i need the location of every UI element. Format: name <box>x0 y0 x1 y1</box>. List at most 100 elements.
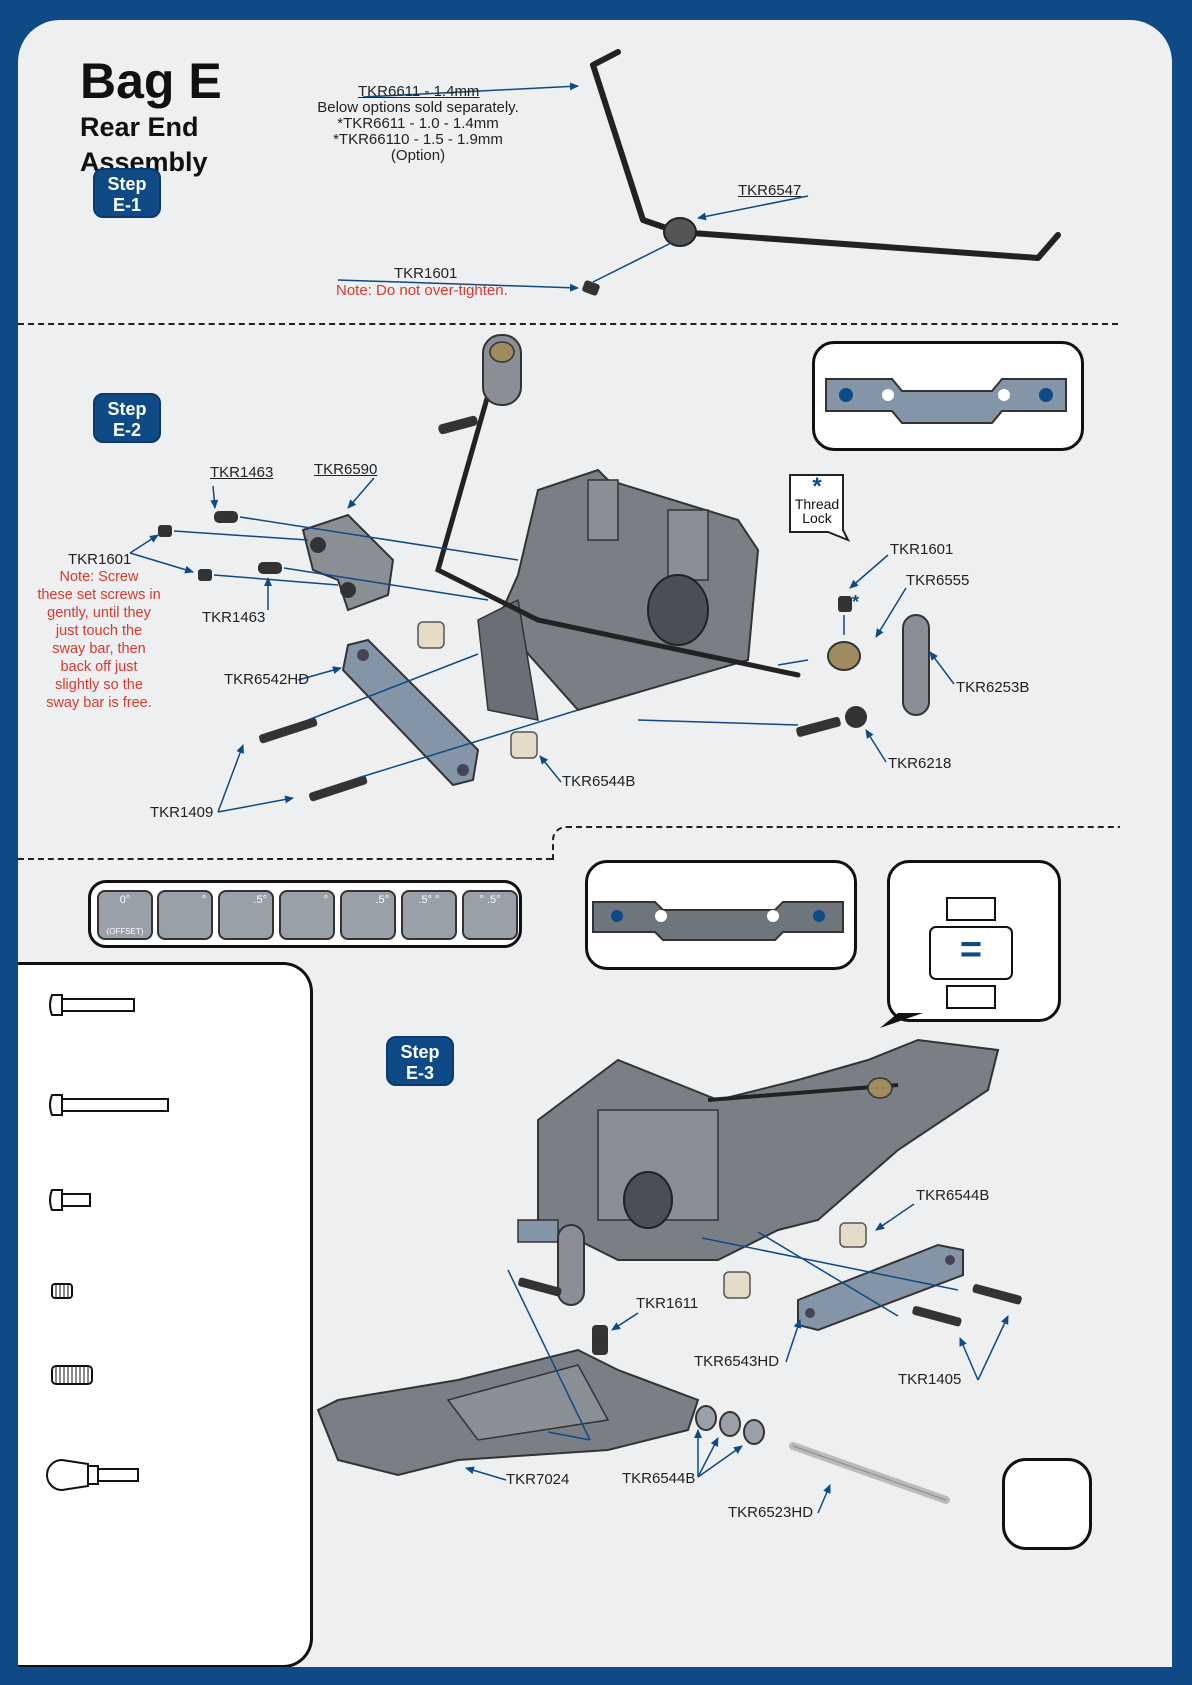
ball-stud-icon <box>796 706 867 737</box>
e1-setscrew-note: Note: Do not over-tighten. <box>336 282 508 299</box>
shim-spacer-top-icon <box>946 897 996 921</box>
insert-key-strip: 0° (OFFSET) ° .5° ° .5° .5° ° ° .5° <box>88 880 522 948</box>
insert-icon <box>839 1222 867 1248</box>
step-e3-badge: Step E-3 <box>386 1036 454 1086</box>
pin-icon <box>592 1325 608 1355</box>
insert-icon <box>723 1271 751 1299</box>
options-line-4: (Option) <box>390 147 446 164</box>
swaybar-collar-icon <box>663 217 697 247</box>
e1-setscrew-label: TKR1601 <box>394 265 458 282</box>
note-line: just touch the <box>55 623 143 639</box>
thread-lock-icon <box>789 474 851 542</box>
section-divider-2a <box>18 858 552 860</box>
insert-key-0-angle: 0° <box>119 894 131 906</box>
instruction-sheet: Bag E Rear End Assembly Step E-1 Step E-… <box>18 20 1172 1667</box>
button-head-screw-icon <box>259 717 368 802</box>
step-e2-word: Step <box>107 399 147 419</box>
insert-key-4: .5° <box>340 890 396 940</box>
button-head-screw-icon <box>214 511 282 574</box>
arm-mount-icon <box>341 638 480 787</box>
e2-ball-stud-label: TKR6218 <box>888 755 952 772</box>
shim-icon <box>695 1405 765 1445</box>
insert-key-0-offset: 0° (OFFSET) <box>97 890 153 940</box>
gearbox-icon <box>477 468 760 721</box>
thread-lock-line-2: Lock <box>802 510 832 526</box>
insert-key-4-angle: .5° <box>375 894 389 906</box>
e3-hinge-pin-label: TKR6523HD <box>728 1504 814 1521</box>
e2-link-label: TKR6253B <box>956 679 1030 696</box>
button-head-screw-icon <box>518 1277 1022 1327</box>
hinge-mount-detail-icon <box>825 378 1067 424</box>
rear-end-assembly-icon <box>517 1038 1000 1306</box>
set-screw-icon <box>838 596 852 612</box>
note-line: slightly so the <box>55 677 143 693</box>
swaybar-label: TKR6611 - 1.4mm <box>358 83 480 100</box>
insert-key-2: .5° <box>218 890 274 940</box>
e2-screw-long-label: TKR1409 <box>150 804 214 821</box>
step-e2-number: E-2 <box>112 420 141 440</box>
thread-lock-marker: * <box>852 592 860 612</box>
e2-screw-top-label: TKR1463 <box>210 464 274 481</box>
insert-key-6-angle: ° .5° <box>479 894 501 906</box>
link-icon <box>902 614 930 716</box>
step-e2-badge: Step E-2 <box>93 393 161 443</box>
insert-key-3: ° <box>279 890 335 940</box>
e2-setscrew-note: Note: Screw these set screws in gently, … <box>26 568 172 712</box>
note-line: sway bar is free. <box>46 695 152 711</box>
button-head-screw-mini-icon <box>49 1189 91 1211</box>
insert-key-3-angle: ° <box>323 894 328 906</box>
options-line-1: Below options sold separately. <box>317 99 519 116</box>
note-line: Note: Screw <box>59 569 139 585</box>
note-line: back off just <box>60 659 138 675</box>
thread-lock-text: * Thread Lock <box>790 473 844 526</box>
step-e1-badge: Step E-1 <box>93 168 161 218</box>
pivot-ball-icon <box>827 641 861 671</box>
e2-arm-mount-label: TKR6542HD <box>224 671 310 688</box>
section-divider-2b <box>552 826 1120 860</box>
equal-box-icon <box>929 926 1013 980</box>
insert-key-6: ° .5° <box>462 890 518 940</box>
e3-insert-label: TKR6544B <box>916 1187 990 1204</box>
e2-screw-mid-label: TKR1463 <box>202 609 266 626</box>
hinge-mount-detail-icon <box>592 901 844 941</box>
equal-sign: = <box>959 929 983 971</box>
thread-lock-line-1: Thread <box>794 496 840 512</box>
note-line: sway bar, then <box>52 641 146 657</box>
bag-title: Bag E <box>80 53 222 109</box>
bag-subtitle: Rear End Assembly <box>80 110 208 180</box>
options-line-3: *TKR66110 - 1.5 - 1.9mm <box>333 131 503 148</box>
step-e3-number: E-3 <box>405 1063 434 1083</box>
step-e1-number: E-1 <box>112 195 141 215</box>
shim-spacer-bottom-icon <box>946 985 996 1009</box>
insert-icon <box>510 731 538 759</box>
e3-arm-mount-label: TKR6543HD <box>694 1353 780 1370</box>
page-number-box <box>1002 1458 1092 1550</box>
e2-right-setscrew-label: TKR1601 <box>890 541 954 558</box>
swaybar-options: Below options sold separately. *TKR6611 … <box>316 100 520 164</box>
set-screw-icon <box>158 525 212 581</box>
button-head-screw-short-icon <box>49 994 135 1016</box>
e3-shims-label: TKR6544B <box>622 1470 696 1487</box>
set-screw-long-icon <box>51 1365 93 1385</box>
step-e1-word: Step <box>107 174 147 194</box>
set-screw-icon <box>582 280 600 296</box>
step-e3-word: Step <box>400 1042 440 1062</box>
ball-stud-icon <box>46 1458 139 1492</box>
swaybar-link-icon <box>438 334 522 435</box>
hardware-key-panel <box>18 962 313 1667</box>
collar-label: TKR6547 <box>738 182 802 199</box>
set-screw-small-icon <box>51 1283 73 1299</box>
note-line: gently, until they <box>47 605 151 621</box>
suspension-arm-icon <box>316 1348 700 1477</box>
insert-key-1-angle: ° <box>201 894 206 906</box>
section-divider-1 <box>18 323 1118 325</box>
insert-key-5-angle: .5° ° <box>418 894 440 906</box>
subtitle-line-1: Rear End <box>80 112 199 142</box>
thread-lock-asterisk: * <box>812 473 822 500</box>
assembly-drawing <box>46 49 1067 1514</box>
e2-setscrew-label: TKR1601 <box>68 551 132 568</box>
e2-insert-label: TKR6544B <box>562 773 636 790</box>
swaybar-icon <box>582 49 1061 296</box>
e3-pin-label: TKR1611 <box>636 1295 699 1312</box>
e2-mount-label: TKR6590 <box>314 461 378 478</box>
